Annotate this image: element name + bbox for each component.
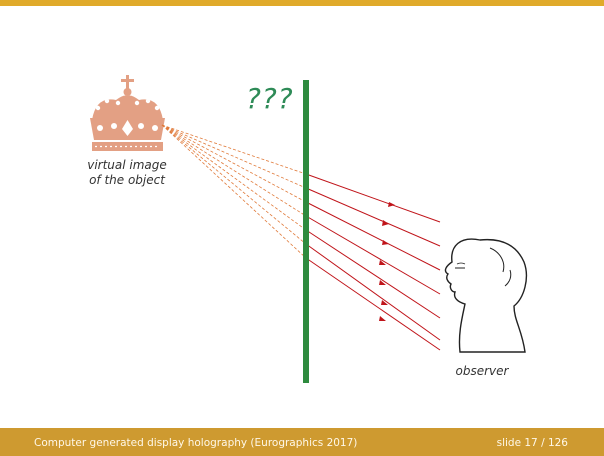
virtual-image-label: virtual image of the object xyxy=(72,158,182,188)
ray-arrows xyxy=(379,202,395,321)
observer-label: observer xyxy=(446,364,518,379)
question-mark-label: ??? xyxy=(246,82,294,115)
slide-number: slide 17 / 126 xyxy=(497,437,568,449)
virtual-image-label-line2: of the object xyxy=(72,173,182,188)
hologram-plate xyxy=(303,80,309,383)
observer-head-icon xyxy=(445,239,526,352)
crown-icon xyxy=(90,75,165,151)
virtual-image-label-line1: virtual image xyxy=(72,158,182,173)
footer-bar: Computer generated display holography (E… xyxy=(0,428,604,456)
virtual-rays xyxy=(162,125,306,258)
footer-title: Computer generated display holography (E… xyxy=(34,437,357,449)
real-rays xyxy=(306,174,440,350)
